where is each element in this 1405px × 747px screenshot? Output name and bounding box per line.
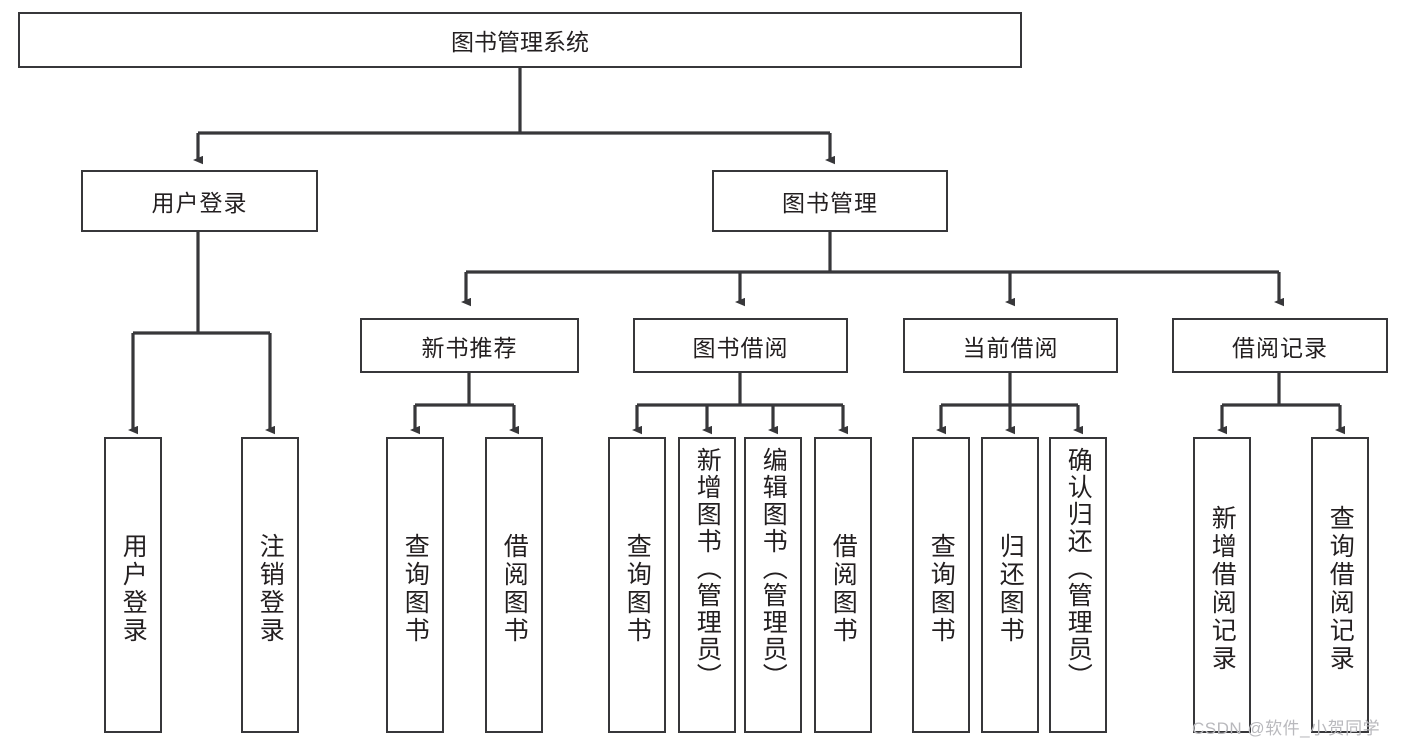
leaf-text-wrap: 注销登录 — [256, 447, 285, 731]
node-label: 图书管理 — [782, 190, 878, 216]
leaf-confirm-return-admin[interactable]: 确认归还（管理员） — [1049, 437, 1107, 733]
leaf-query-borrow-record[interactable]: 查询借阅记录 — [1311, 437, 1369, 733]
leaf-edit-book-admin[interactable]: 编辑图书（管理员） — [744, 437, 802, 733]
watermark-text: CSDN @软件_小贺同学 — [1192, 719, 1381, 738]
node-label: 用户登录 — [151, 190, 248, 216]
leaf-add-book-admin[interactable]: 新增图书（管理员） — [678, 437, 736, 733]
leaf-query-book-recommend[interactable]: 查询图书 — [386, 437, 444, 733]
node-label: 当前借阅 — [962, 334, 1059, 361]
leaf-text-wrap: 借阅图书 — [829, 447, 858, 731]
leaf-logout[interactable]: 注销登录 — [241, 437, 299, 733]
leaf-text-wrap: 新增图书（管理员） — [693, 447, 722, 731]
leaf-label: 注销登录 — [256, 533, 285, 645]
leaf-text-wrap: 新增借阅记录 — [1208, 447, 1237, 731]
leaf-text-wrap: 查询图书 — [401, 447, 430, 731]
leaf-add-borrow-record[interactable]: 新增借阅记录 — [1193, 437, 1251, 733]
leaf-label: 确认归还（管理员） — [1064, 447, 1093, 690]
leaf-label: 查询借阅记录 — [1326, 505, 1355, 673]
leaf-text-wrap: 用户登录 — [119, 447, 148, 731]
leaf-label: 归还图书 — [996, 533, 1025, 645]
leaf-label: 编辑图书（管理员） — [759, 447, 788, 690]
leaf-label: 查询图书 — [623, 533, 652, 645]
node-book-borrow[interactable]: 图书借阅 — [633, 318, 848, 373]
node-user-login[interactable]: 用户登录 — [81, 170, 318, 232]
leaf-text-wrap: 借阅图书 — [500, 447, 529, 731]
leaf-text-wrap: 查询图书 — [927, 447, 956, 731]
leaf-label: 新增图书（管理员） — [693, 447, 722, 690]
leaf-text-wrap: 编辑图书（管理员） — [759, 447, 788, 731]
leaf-label: 用户登录 — [119, 533, 148, 645]
leaf-text-wrap: 查询图书 — [623, 447, 652, 731]
leaf-text-wrap: 查询借阅记录 — [1326, 447, 1355, 731]
leaf-text-wrap: 确认归还（管理员） — [1064, 447, 1093, 731]
node-current-borrow[interactable]: 当前借阅 — [903, 318, 1118, 373]
leaf-query-book-current[interactable]: 查询图书 — [912, 437, 970, 733]
node-label: 图书管理系统 — [451, 29, 589, 55]
leaf-borrow-book-recommend[interactable]: 借阅图书 — [485, 437, 543, 733]
leaf-return-book[interactable]: 归还图书 — [981, 437, 1039, 733]
node-label: 图书借阅 — [692, 334, 789, 361]
node-label: 借阅记录 — [1232, 334, 1328, 361]
leaf-user-login[interactable]: 用户登录 — [104, 437, 162, 733]
leaf-label: 新增借阅记录 — [1208, 505, 1237, 673]
node-book-management[interactable]: 图书管理 — [712, 170, 948, 232]
leaf-text-wrap: 归还图书 — [996, 447, 1025, 731]
leaf-label: 查询图书 — [927, 533, 956, 645]
leaf-label: 借阅图书 — [829, 533, 858, 645]
node-root-system[interactable]: 图书管理系统 — [18, 12, 1022, 68]
leaf-borrow-book[interactable]: 借阅图书 — [814, 437, 872, 733]
leaf-label: 借阅图书 — [500, 533, 529, 645]
leaf-label: 查询图书 — [401, 533, 430, 645]
node-borrow-record[interactable]: 借阅记录 — [1172, 318, 1388, 373]
leaf-query-book-borrow[interactable]: 查询图书 — [608, 437, 666, 733]
node-label: 新书推荐 — [421, 334, 518, 361]
node-new-book-recommend[interactable]: 新书推荐 — [360, 318, 579, 373]
